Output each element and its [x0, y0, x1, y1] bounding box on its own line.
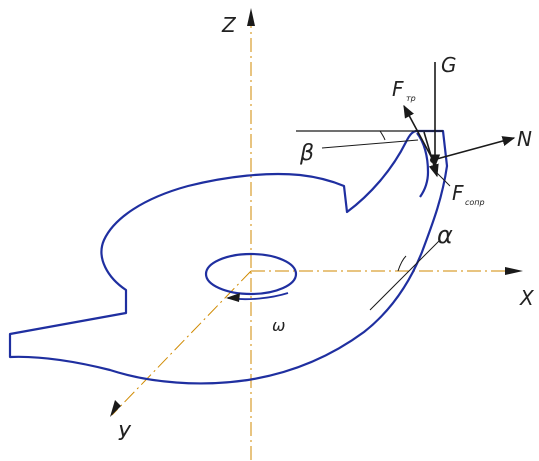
force-vectors [403, 62, 516, 178]
resistance-subscript: сопр [465, 198, 485, 207]
beta-label: β [299, 141, 314, 166]
friction-subscript: тр [406, 94, 416, 103]
beta-leader-line [321, 139, 419, 149]
friction-label: F [392, 77, 404, 101]
y-axis-label: У [118, 421, 132, 445]
alpha-angle-arc [397, 255, 407, 272]
normal-label: N [517, 127, 532, 151]
resistance-label: F [452, 181, 464, 205]
gravity-label: G [441, 53, 457, 77]
friction-vector [403, 104, 434, 161]
z-axis-arrow [247, 8, 255, 26]
x-axis-label: X [519, 286, 535, 310]
y-axis-arrow [110, 400, 121, 417]
disc-outline [8, 129, 449, 385]
alpha-label: α [437, 221, 453, 249]
blade-outline-path [8, 129, 449, 385]
beta-angle-arc [379, 130, 386, 141]
normal-vector [432, 136, 516, 161]
y-axis-line [111, 270, 252, 416]
blade-inner-edge [416, 132, 430, 198]
x-axis-arrow [505, 267, 523, 275]
resistance-leader [435, 171, 451, 187]
z-axis-label: Z [221, 13, 237, 37]
center-hub [204, 252, 298, 296]
alpha-tangent-line [369, 239, 441, 311]
omega-label: ω [272, 316, 285, 335]
resistance-vector [423, 131, 439, 178]
rotation-arrowhead [226, 293, 240, 302]
contact-point [430, 157, 436, 163]
axes [110, 8, 523, 460]
